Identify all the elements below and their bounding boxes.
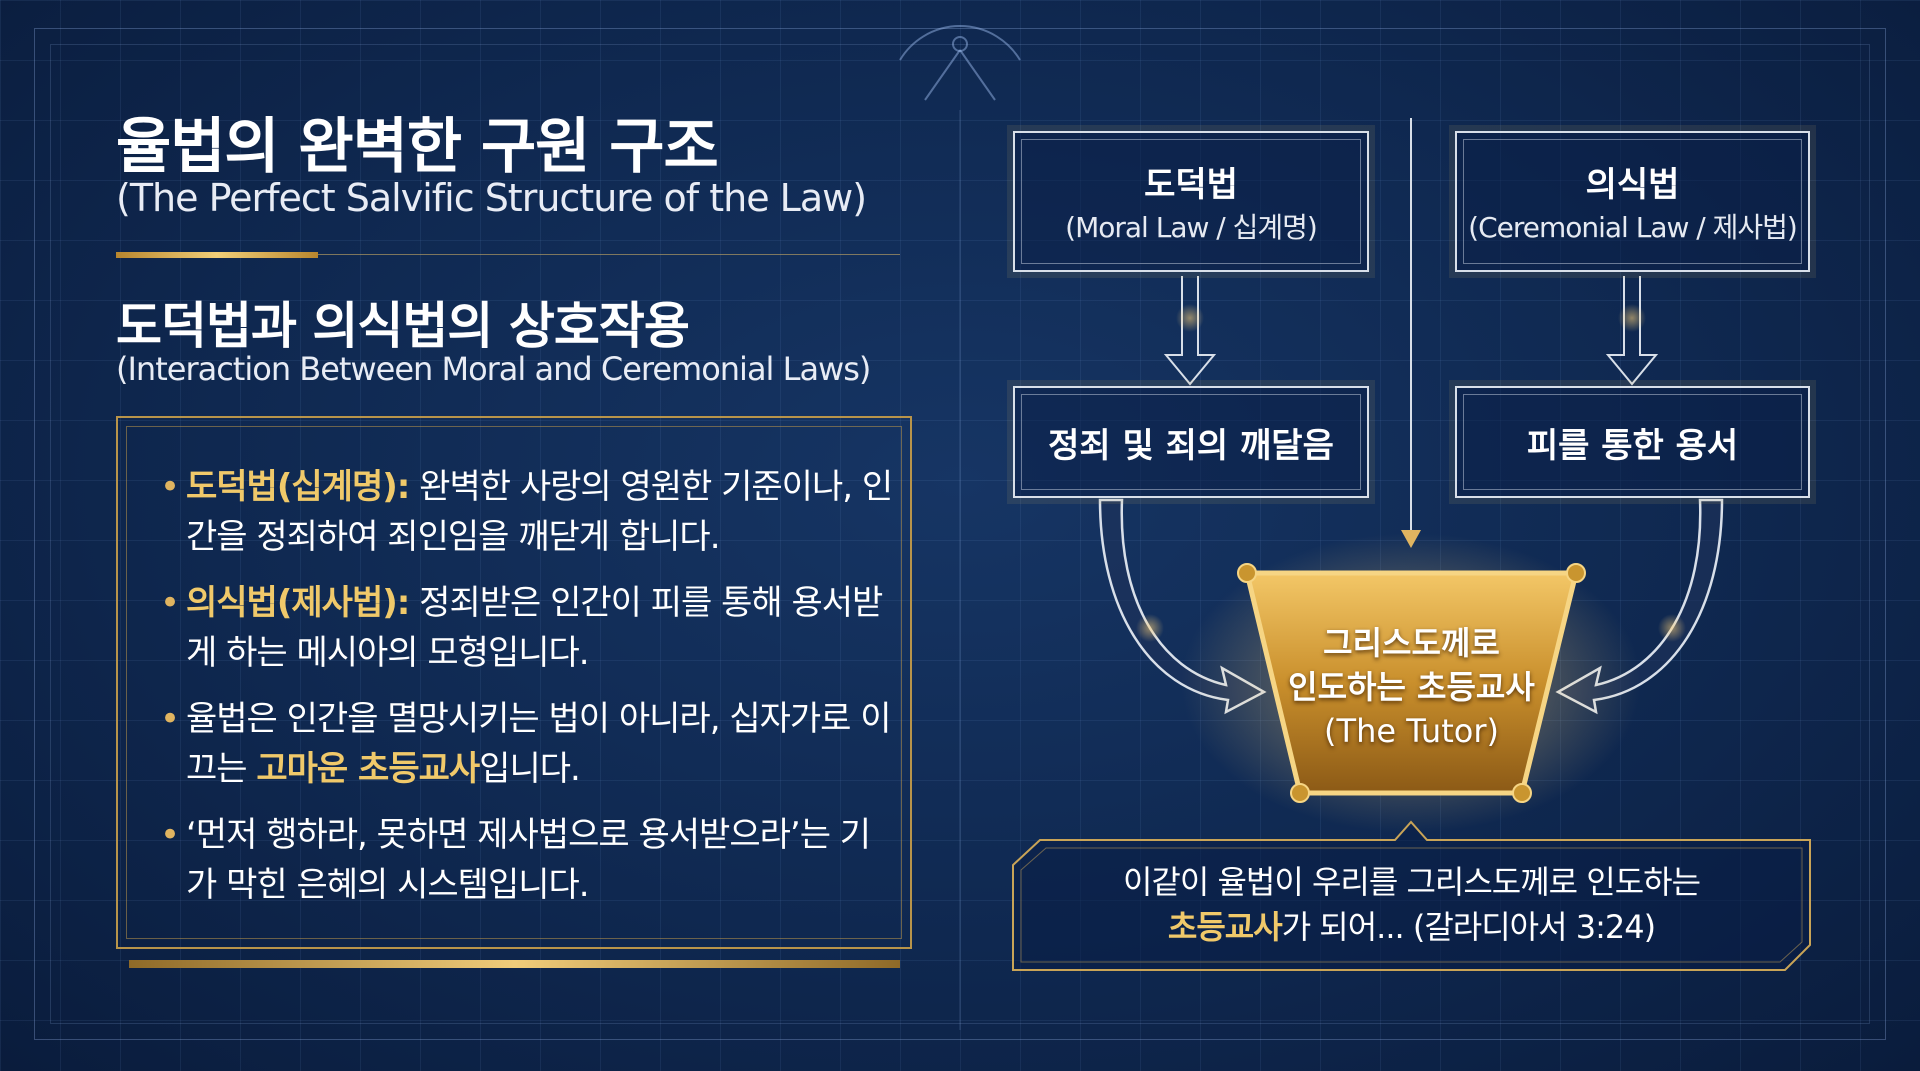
bullet-highlight: 도덕법(십계명): <box>186 467 410 507</box>
moral-law-title: 도덕법 <box>1144 165 1238 205</box>
bullet-dot-icon: • <box>160 467 180 507</box>
section-heading: 도덕법과 의식법의 상호작용 <box>116 297 690 355</box>
scripture-quote: 이같이 율법이 우리를 그리스도께로 인도하는 초등교사가 되어... (갈라디… <box>1013 840 1810 970</box>
quote-line2: 가 되어... (갈라디아서 3:24) <box>1281 908 1656 946</box>
moral-law-subtitle: (Moral Law / 십계명) <box>1065 211 1318 244</box>
quote-line1: 이같이 율법이 우리를 그리스도께로 인도하는 <box>1122 863 1701 901</box>
bullet-panel <box>116 416 912 949</box>
bullet-item: •의식법(제사법): 정죄받은 인간이 피를 통해 용서받게 하는 메시아의 모… <box>160 578 900 678</box>
bullet-highlight: 고마운 초등교사 <box>256 749 480 789</box>
bullet-text: 완벽한 사랑의 영원한 기준이나, 인간을 정죄하여 죄인임을 깨닫게 합니다. <box>186 467 893 557</box>
tutor-line2: 인도하는 초등교사 <box>1288 668 1535 706</box>
ceremonial-result-box: 피를 통한 용서 <box>1455 386 1810 498</box>
bullet-text: ‘먼저 행하라, 못하면 제사법으로 용서받으라’는 기가 막힌 은혜의 시스템… <box>186 815 871 905</box>
page-subtitle: (The Perfect Salvific Structure of the L… <box>116 176 867 220</box>
moral-result-box: 정죄 및 죄의 깨달음 <box>1013 386 1369 498</box>
moral-down-arrow <box>1163 276 1217 386</box>
bullet-list: •도덕법(십계명): 완벽한 사랑의 영원한 기준이나, 인간을 정죄하여 죄인… <box>160 462 900 926</box>
ceremonial-down-arrow <box>1605 276 1659 386</box>
title-underline <box>116 252 318 258</box>
bullet-item: •도덕법(십계명): 완벽한 사랑의 영원한 기준이나, 인간을 정죄하여 죄인… <box>160 462 900 562</box>
outer-frame <box>34 28 1886 1040</box>
bullet-item: •‘먼저 행하라, 못하면 제사법으로 용서받으라’는 기가 막힌 은혜의 시스… <box>160 810 900 910</box>
tutor-corner-dots <box>1237 563 1586 803</box>
ceremonial-law-subtitle: (Ceremonial Law / 제사법) <box>1468 211 1798 244</box>
bullet-text: 율법은 인간을 멸망시키는 법이 아니라, 십자가로 이끄는 <box>186 699 892 789</box>
bullet-dot-icon: • <box>160 699 180 739</box>
compass-icon <box>899 25 1021 101</box>
moral-law-box: 도덕법 (Moral Law / 십계명) <box>1013 131 1369 272</box>
tutor-line1: 그리스도께로 <box>1323 624 1500 662</box>
moral-result-label: 정죄 및 죄의 깨달음 <box>1048 425 1334 466</box>
ceremonial-law-box: 의식법 (Ceremonial Law / 제사법) <box>1455 131 1810 272</box>
ceremonial-law-title: 의식법 <box>1585 165 1680 205</box>
tutor-box: 그리스도께로 인도하는 초등교사 (The Tutor) <box>1247 573 1576 793</box>
title-divider <box>318 254 900 255</box>
quote-highlight: 초등교사 <box>1167 908 1283 946</box>
quote-box-frame <box>1012 820 1811 971</box>
ceremonial-result-label: 피를 통한 용서 <box>1526 425 1739 466</box>
inner-frame <box>50 44 1870 1024</box>
bullet-dot-icon: • <box>160 815 180 855</box>
bullet-text: 정죄받은 인간이 피를 통해 용서받게 하는 메시아의 모형입니다. <box>186 583 883 673</box>
bullet-item: •율법은 인간을 멸망시키는 법이 아니라, 십자가로 이끄는 고마운 초등교사… <box>160 694 900 794</box>
bullet-dot-icon: • <box>160 583 180 623</box>
panel-bottom-bar <box>129 960 900 968</box>
tutor-line3: (The Tutor) <box>1324 712 1499 750</box>
bullet-text: 입니다. <box>479 749 581 789</box>
bullet-highlight: 의식법(제사법): <box>186 583 410 623</box>
page-title: 율법의 완벽한 구원 구조 <box>116 112 719 182</box>
section-subheading: (Interaction Between Moral and Ceremonia… <box>116 350 871 388</box>
